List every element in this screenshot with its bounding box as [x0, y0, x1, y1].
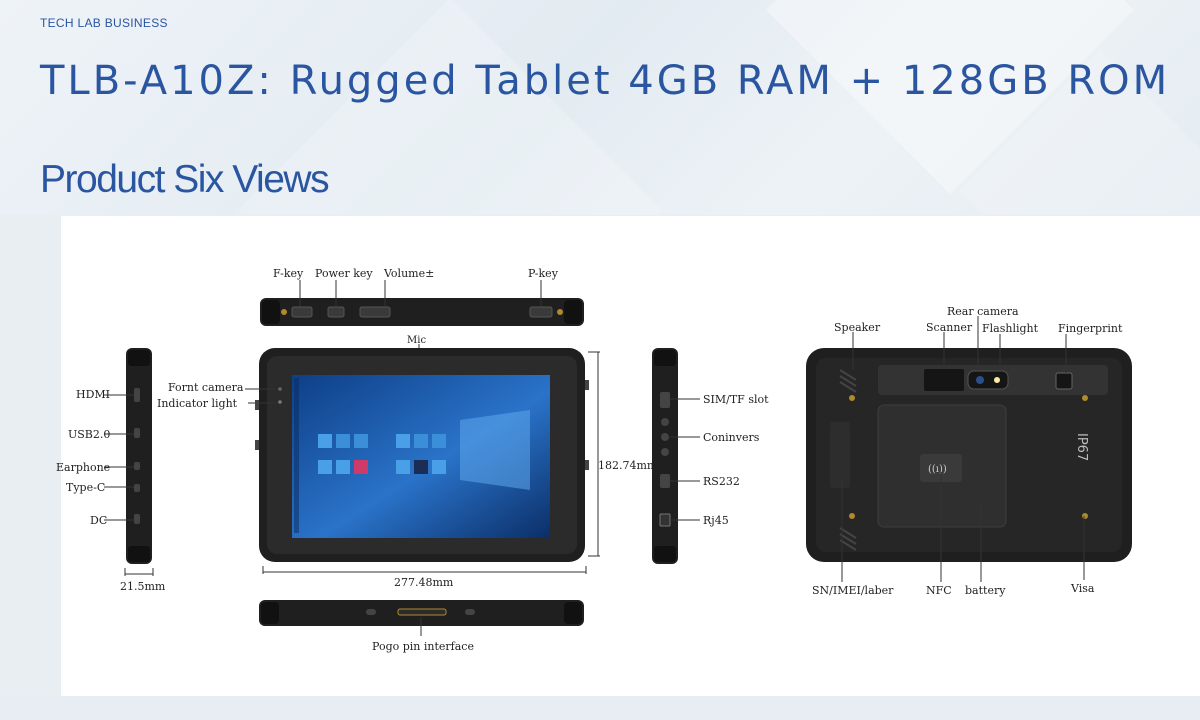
label-thickness: 21.5mm [120, 580, 166, 593]
label-width: 277.48mm [394, 576, 454, 589]
bottom-strip [0, 697, 1200, 720]
label-nfc: NFC [926, 584, 952, 597]
label-earphone: Earphone [56, 461, 110, 474]
label-front-camera: Fornt camera [168, 381, 244, 394]
label-coninvers: Coninvers [703, 431, 760, 444]
section-title: Product Six Views [40, 158, 330, 201]
nfc-icon: ((ı)) [928, 464, 947, 475]
top-view: F-key Power key Volume± P-key [260, 267, 584, 326]
start-tiles [318, 434, 446, 474]
label-mic: Mic [407, 335, 426, 346]
bottom-view: Pogo pin interface [259, 600, 584, 653]
label-indicator-light: Indicator light [157, 397, 238, 410]
back-view: ((ı)) IP67 Speaker Scanner Rear camera F… [806, 305, 1132, 597]
label-volume: Volume± [383, 267, 434, 280]
right-side-view: SIM/TF slot Coninvers RS232 Rj45 [652, 348, 769, 564]
label-rj45: Rj45 [703, 514, 729, 527]
label-flashlight: Flashlight [982, 322, 1039, 335]
label-height: 182.74mm [598, 459, 658, 472]
label-fingerprint: Fingerprint [1058, 322, 1123, 335]
label-ip67: IP67 [1074, 433, 1089, 461]
header-banner [0, 0, 1200, 215]
label-type-c: Type-C [66, 481, 105, 494]
label-f-key: F-key [273, 267, 304, 280]
label-rear-camera: Rear camera [947, 305, 1019, 318]
label-hdmi: HDMI [76, 388, 110, 401]
label-p-key: P-key [528, 267, 559, 280]
label-power-key: Power key [315, 267, 373, 280]
label-scanner: Scanner [926, 321, 973, 334]
label-battery: battery [965, 584, 1006, 597]
label-dc: DC [90, 514, 107, 527]
brand-name: TECH LAB BUSINESS [40, 16, 168, 30]
page-title: TLB-A10Z: Rugged Tablet 4GB RAM + 128GB … [40, 58, 1171, 104]
label-rs232: RS232 [703, 475, 740, 488]
front-view: Mic Fornt camera Indicator light [157, 335, 658, 589]
label-usb: USB2.0 [68, 428, 110, 441]
label-visa: Visa [1070, 582, 1095, 595]
label-sim-slot: SIM/TF slot [703, 393, 769, 406]
label-speaker: Speaker [834, 321, 881, 334]
left-side-view: HDMI USB2.0 Earphone Type-C DC 21.5mm [56, 348, 166, 593]
label-pogo-pin: Pogo pin interface [372, 640, 474, 653]
label-sn-imei: SN/IMEI/laber [812, 584, 894, 597]
